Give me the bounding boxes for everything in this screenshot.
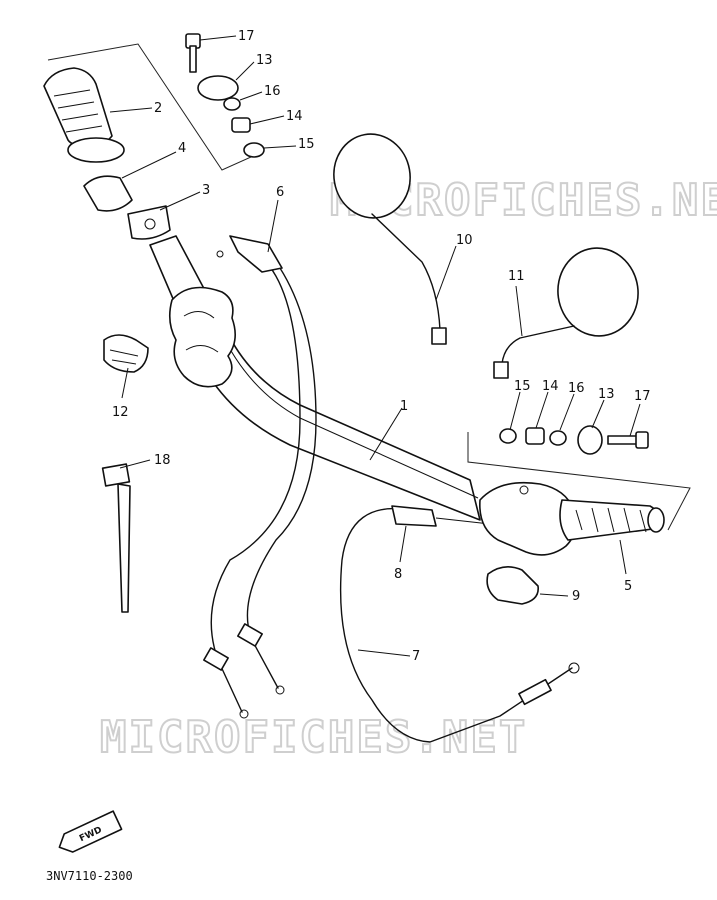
callout-9: 9 [572, 589, 580, 604]
callout-14-top: 14 [286, 109, 303, 124]
callout-17-top: 17 [238, 29, 255, 44]
throttle-cable-a [210, 261, 301, 713]
cable-tie-strap [117, 483, 131, 613]
callout-13-top: 13 [256, 53, 273, 68]
callout-1: 1 [400, 399, 408, 414]
callout-15-top: 15 [298, 137, 315, 152]
callout-16-right: 16 [568, 381, 585, 396]
mirror-left [333, 133, 411, 219]
callout-8: 8 [394, 567, 402, 582]
callout-10: 10 [456, 233, 473, 248]
callout-6: 6 [276, 185, 284, 200]
callout-5: 5 [624, 579, 632, 594]
assembly-box-left [47, 43, 263, 171]
leader-lines [109, 35, 641, 657]
callout-7: 7 [412, 649, 420, 664]
washer-15-right [499, 428, 517, 444]
washer-15-top [243, 142, 265, 158]
bushing-14-right [525, 427, 545, 445]
nut-16-right [549, 430, 567, 446]
callout-13-right: 13 [598, 387, 615, 402]
mirror-right-stem [501, 325, 575, 365]
callout-3: 3 [202, 183, 210, 198]
cable-guide-4 [83, 175, 133, 212]
clutch-cable [339, 507, 573, 743]
mirror-right [557, 247, 639, 337]
cap-13-top [197, 75, 239, 101]
callout-16-top: 16 [264, 84, 281, 99]
callout-17-right: 17 [634, 389, 651, 404]
cable-adjuster [391, 505, 437, 527]
watermark-bottom: MICROFICHES.NET [100, 712, 527, 763]
grip-flange [67, 137, 125, 163]
nut-16-top [223, 97, 241, 111]
callout-11: 11 [508, 269, 525, 284]
cap-13-right [577, 425, 603, 455]
diagram-code: 3NV7110-2300 [46, 869, 133, 883]
bushing-14-top [231, 117, 251, 133]
callout-4: 4 [178, 141, 186, 156]
right-grip [559, 499, 662, 541]
mirror-left-stem [371, 213, 441, 331]
left-grip [43, 67, 113, 147]
bolt-17-right [607, 435, 639, 445]
left-switch-housing [168, 286, 236, 388]
callout-2: 2 [154, 101, 162, 116]
callout-12: 12 [112, 405, 129, 420]
right-switch-9 [486, 566, 539, 605]
throttle-cable-b [246, 261, 317, 689]
callout-14-right: 14 [542, 379, 559, 394]
lever-holder-3 [127, 205, 171, 240]
cable-fitting-top [229, 235, 283, 273]
assembly-box-right [467, 432, 691, 531]
callout-18: 18 [154, 453, 171, 468]
forward-arrow: FWD [58, 810, 123, 853]
callout-15-right: 15 [514, 379, 531, 394]
cable-tie-head [101, 463, 131, 487]
